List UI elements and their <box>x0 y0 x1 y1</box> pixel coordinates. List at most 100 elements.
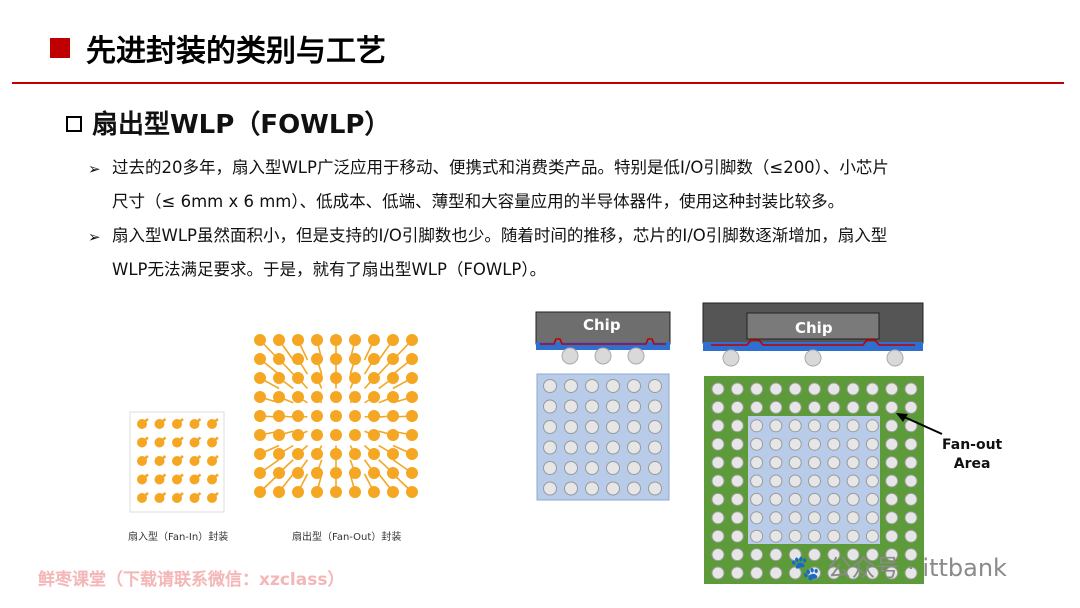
solder-ball <box>885 529 899 543</box>
fan-out-pad <box>368 429 380 441</box>
watermark-text: 鲜枣课堂（下载请联系微信：xzclass） <box>38 570 345 590</box>
solder-ball <box>769 529 783 543</box>
solder-ball <box>769 456 783 470</box>
solder-ball <box>730 456 744 470</box>
fan-out-pad <box>254 372 266 384</box>
solder-ball <box>808 566 821 580</box>
bullet-arrow-icon: ➢ <box>88 228 101 246</box>
bullet-2-text: 扇入型WLP虽然面积小，但是支持的I/O引脚数也少。随着时间的推移，芯片的I/O… <box>112 219 1012 287</box>
solder-ball <box>885 511 899 525</box>
chip-label-left: Chip <box>583 316 621 334</box>
solder-ball <box>730 548 744 562</box>
solder-ball <box>808 400 821 414</box>
solder-ball <box>585 461 599 475</box>
solder-ball <box>606 379 620 393</box>
solder-ball <box>730 529 744 543</box>
solder-ball <box>564 481 578 496</box>
fan-in-pad <box>189 419 200 429</box>
fan-out-pad <box>330 467 342 479</box>
fan-out-pad <box>349 429 361 441</box>
fan-out-pad <box>254 429 266 441</box>
solder-ball <box>904 492 918 506</box>
solder-ball <box>711 529 725 543</box>
fan-out-pad <box>368 334 380 346</box>
fan-out-area-line-2: Area <box>953 456 991 472</box>
solder-ball <box>788 400 802 414</box>
fan-in-pad <box>154 493 165 503</box>
solder-ball <box>904 382 918 396</box>
fan-in-bottom-view <box>536 373 670 501</box>
solder-ball <box>846 456 860 470</box>
fan-out-pad <box>406 353 418 365</box>
fan-out-arrow-icon <box>896 413 943 435</box>
fan-out-area-label: Fan-out Area <box>942 436 1002 474</box>
solder-ball <box>711 400 725 414</box>
solder-ball <box>769 419 783 433</box>
solder-ball <box>769 382 783 396</box>
solder-ball <box>585 399 599 414</box>
solder-ball <box>846 400 860 414</box>
fan-out-pad <box>273 391 285 403</box>
solder-ball <box>750 492 764 506</box>
fan-out-pad <box>273 334 285 346</box>
solder-ball <box>750 529 764 543</box>
solder-ball <box>846 529 860 543</box>
fan-in-pad <box>154 437 165 448</box>
fan-out-pad <box>368 410 380 422</box>
fan-out-pad <box>387 334 399 346</box>
fan-out-caption: 扇出型（Fan-Out）封装 <box>292 532 402 543</box>
solder-ball <box>846 511 860 525</box>
fan-in-pad <box>207 493 217 503</box>
solder-ball <box>606 420 620 434</box>
solder-ball <box>750 474 764 488</box>
solder-ball <box>711 511 725 525</box>
solder-ball <box>827 456 841 470</box>
solder-ball <box>564 440 578 455</box>
bullet-1-line-2: 尺寸（≤ 6mm x 6 mm）、低成本、低端、薄型和大容量应用的半导体器件，使… <box>112 192 845 211</box>
fan-in-pad <box>207 474 217 485</box>
fan-out-pad <box>254 410 266 422</box>
title-divider <box>12 82 1064 84</box>
fan-out-pad <box>406 410 418 422</box>
solder-ball <box>865 437 879 451</box>
fan-out-pad <box>330 410 342 422</box>
fan-out-pad <box>406 429 418 441</box>
solder-ball <box>606 440 620 455</box>
solder-ball <box>865 548 879 562</box>
fan-in-pad <box>137 419 147 429</box>
fan-out-pad <box>273 410 285 422</box>
fan-in-pad <box>154 456 165 466</box>
solder-ball <box>788 382 802 396</box>
solder-ball <box>904 437 918 451</box>
solder-ball <box>750 511 764 525</box>
fan-out-pad <box>406 391 418 403</box>
solder-ball <box>788 548 802 562</box>
fan-in-pad <box>137 474 147 485</box>
solder-ball <box>564 461 578 475</box>
fan-out-pad <box>387 372 399 384</box>
fan-out-area-line-1: Fan-out <box>942 437 1003 453</box>
fan-in-pad <box>172 419 182 429</box>
solder-ball <box>904 566 918 580</box>
solder-ball <box>730 382 744 396</box>
solder-ball <box>769 474 783 488</box>
solder-ball <box>846 437 860 451</box>
solder-ball <box>711 456 725 470</box>
fan-out-pad <box>368 391 380 403</box>
solder-ball <box>564 420 578 434</box>
solder-ball <box>865 566 879 580</box>
solder-ball <box>788 437 802 451</box>
solder-ball <box>885 382 899 396</box>
fan-out-pad <box>254 486 266 498</box>
solder-ball <box>769 400 783 414</box>
fan-out-pad <box>406 372 418 384</box>
solder-ball <box>904 511 918 525</box>
fan-out-pad <box>254 353 266 365</box>
solder-ball <box>827 419 841 433</box>
solder-ball <box>648 481 662 496</box>
solder-ball <box>564 379 578 393</box>
solder-ball <box>788 456 802 470</box>
fan-in-package-image <box>129 411 225 513</box>
fan-in-pad <box>137 437 147 448</box>
fan-out-pad <box>292 429 304 441</box>
